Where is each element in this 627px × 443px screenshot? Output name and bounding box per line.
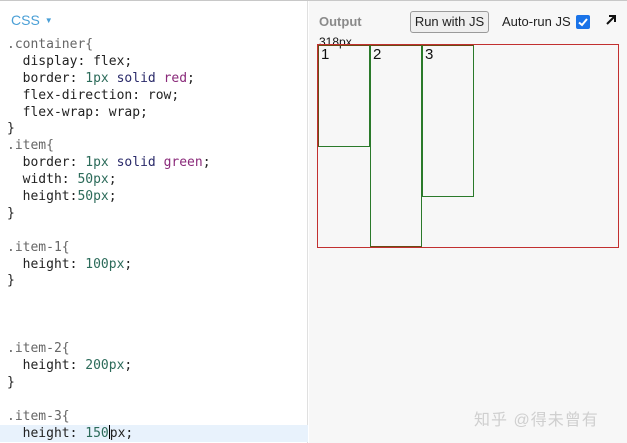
code-line[interactable]: .item-3{ bbox=[7, 409, 307, 426]
code-line[interactable] bbox=[7, 223, 307, 240]
code-line[interactable] bbox=[7, 392, 307, 409]
css-value: 1px bbox=[85, 155, 109, 171]
css-property: border: bbox=[7, 155, 86, 171]
code-line[interactable] bbox=[7, 324, 307, 341]
css-selector: .container{ bbox=[7, 37, 94, 52]
text-cursor bbox=[108, 425, 110, 440]
code-line[interactable]: height: 150px; bbox=[0, 425, 308, 443]
code-punct: ; bbox=[124, 357, 133, 373]
css-property: width: bbox=[7, 172, 78, 188]
code-brace: } bbox=[7, 121, 15, 137]
checkmark-icon bbox=[578, 18, 588, 27]
css-color-value: green bbox=[163, 155, 203, 171]
code-line[interactable]: height: 200px; bbox=[7, 358, 307, 375]
css-value: 100px bbox=[85, 256, 125, 272]
code-line[interactable] bbox=[7, 307, 307, 324]
caret-down-icon: ▼ bbox=[44, 16, 53, 25]
language-label: CSS bbox=[11, 12, 40, 28]
code-punct: ; bbox=[202, 155, 211, 171]
code-punct: ; bbox=[187, 70, 195, 86]
css-selector: .item{ bbox=[7, 138, 54, 154]
code-line[interactable]: border: 1px solid green; bbox=[7, 155, 307, 172]
code-line[interactable]: .item-2{ bbox=[7, 341, 307, 358]
code-brace: } bbox=[7, 374, 15, 390]
code-punct: ; bbox=[108, 189, 117, 205]
code-punct: ; bbox=[124, 256, 133, 272]
language-selector[interactable]: CSS ▼ bbox=[11, 12, 53, 28]
output-pane: Output Run with JS Auto-run JS 318px 1 2… bbox=[309, 1, 627, 443]
css-value-unit: px; bbox=[109, 426, 134, 442]
code-line[interactable]: border: 1px solid red; bbox=[7, 71, 307, 88]
css-property: height: bbox=[7, 426, 86, 442]
code-line[interactable]: } bbox=[7, 206, 307, 223]
css-property: height: bbox=[7, 357, 86, 373]
code-line[interactable]: flex-direction: row; bbox=[7, 88, 307, 105]
css-editor-pane[interactable]: CSS ▼ .container{ display: flex; border: … bbox=[0, 1, 308, 443]
css-keyword: solid bbox=[108, 155, 164, 171]
css-value: 200px bbox=[85, 357, 125, 373]
css-keyword: solid bbox=[108, 70, 164, 86]
expand-icon[interactable] bbox=[604, 13, 618, 27]
css-color-value: red bbox=[163, 70, 188, 86]
css-value: 50px bbox=[77, 172, 109, 188]
code-line[interactable]: width: 50px; bbox=[7, 172, 307, 189]
code-line[interactable]: height:50px; bbox=[7, 189, 307, 206]
code-line[interactable]: .item-1{ bbox=[7, 240, 307, 257]
run-with-js-button[interactable]: Run with JS bbox=[410, 11, 489, 33]
code-area[interactable]: .container{ display: flex; border: 1px s… bbox=[0, 37, 308, 443]
code-punct: ; bbox=[108, 172, 117, 188]
css-selector: .item-3{ bbox=[7, 408, 70, 424]
autorun-label: Auto-run JS bbox=[502, 14, 571, 29]
code-brace: } bbox=[7, 205, 15, 221]
code-line[interactable] bbox=[7, 290, 307, 307]
css-declaration: flex-direction: row; bbox=[7, 87, 180, 103]
code-line[interactable]: flex-wrap: wrap; bbox=[7, 105, 307, 122]
output-title: Output bbox=[319, 14, 362, 29]
css-declaration: display: flex; bbox=[7, 53, 133, 69]
code-line[interactable]: .item{ bbox=[7, 138, 307, 155]
css-value: 150 bbox=[85, 426, 109, 442]
flex-item-2: 2 bbox=[370, 45, 422, 247]
code-line[interactable]: } bbox=[7, 121, 307, 138]
css-declaration: flex-wrap: wrap; bbox=[7, 104, 148, 120]
code-brace: } bbox=[7, 273, 15, 289]
flex-item-3: 3 bbox=[422, 45, 474, 197]
code-line[interactable]: .container{ bbox=[7, 37, 307, 54]
flex-item-1: 1 bbox=[318, 45, 370, 147]
css-property: height: bbox=[7, 256, 86, 272]
css-property: height: bbox=[7, 189, 78, 205]
code-line[interactable]: display: flex; bbox=[7, 54, 307, 71]
css-selector: .item-1{ bbox=[7, 239, 70, 255]
code-line[interactable]: } bbox=[7, 273, 307, 290]
flex-container-preview: 1 2 3 bbox=[317, 44, 619, 248]
code-line[interactable]: } bbox=[7, 375, 307, 392]
css-value: 1px bbox=[85, 70, 109, 86]
css-property: border: bbox=[7, 70, 86, 86]
code-line[interactable]: height: 100px; bbox=[7, 257, 307, 274]
autorun-checkbox[interactable] bbox=[576, 15, 590, 29]
css-value: 50px bbox=[77, 189, 109, 205]
css-selector: .item-2{ bbox=[7, 341, 70, 357]
window-top-border bbox=[0, 0, 627, 1]
watermark: 知乎 @得未曾有 bbox=[474, 412, 599, 429]
